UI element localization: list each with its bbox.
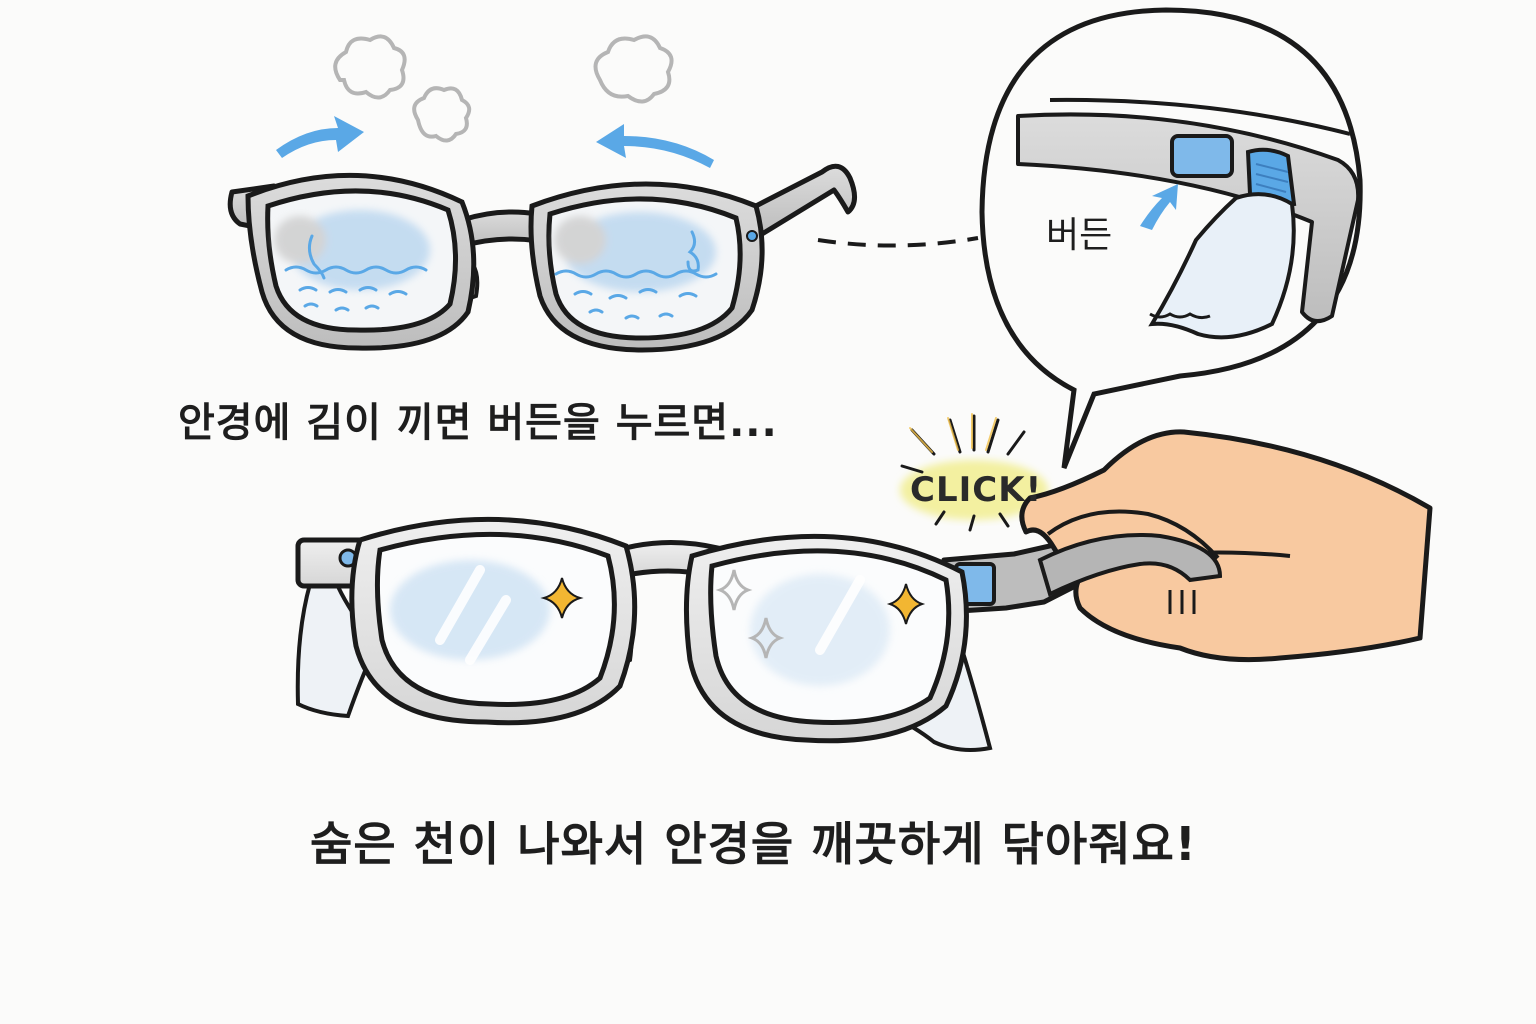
steam-cloud-icon	[333, 34, 407, 100]
arrow-up-icon	[1140, 184, 1178, 230]
side-button-icon	[746, 230, 758, 242]
eject-button-icon	[1170, 134, 1234, 178]
sparkle-icon	[715, 569, 753, 611]
click-sound-effect: CLICK!	[910, 470, 1043, 510]
sparkle-icon	[747, 617, 785, 659]
sparkle-icon	[886, 583, 926, 625]
zoom-bubble	[979, 7, 1363, 469]
steam-cloud-icon	[593, 34, 674, 104]
sparkle-icon	[540, 577, 584, 619]
button-label: 버든	[1046, 215, 1113, 256]
steam-cloud-icon	[412, 86, 472, 143]
click-burst	[900, 413, 1048, 532]
fogged-glasses	[227, 163, 857, 353]
arrow-left-icon	[596, 124, 714, 168]
dashed-connector	[817, 236, 979, 248]
arrow-right-icon	[276, 116, 364, 158]
caption-bottom: 숨은 천이 나와서 안경을 깨끗하게 닦아줘요!	[310, 817, 1197, 871]
steam-cloud-icons	[333, 34, 674, 143]
airflow-arrow-icons	[276, 116, 714, 168]
hand	[1019, 429, 1433, 663]
clean-glasses	[295, 516, 1137, 752]
caption-top: 안경에 김이 끼면 버든을 누르면...	[178, 400, 778, 446]
